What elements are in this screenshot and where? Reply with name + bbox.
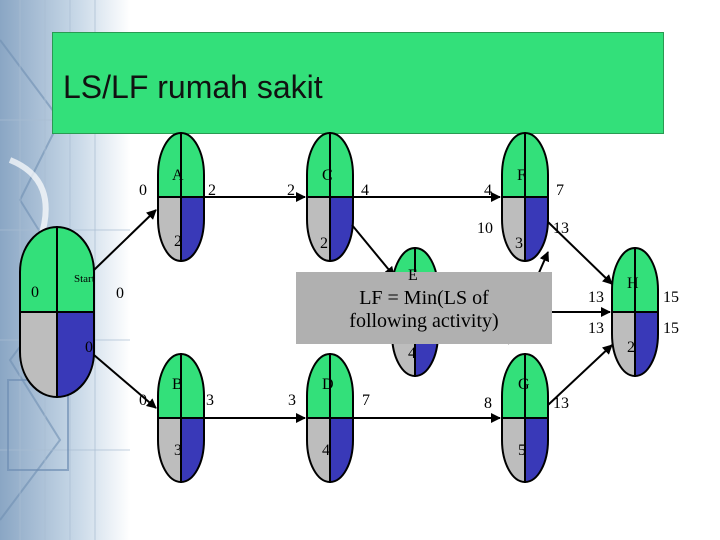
node-a [157, 131, 205, 263]
h-es: 13 [588, 289, 604, 306]
g-ef: 13 [553, 395, 569, 412]
f-name: F [517, 167, 526, 184]
node-g [501, 352, 549, 484]
g-duration: 5 [518, 442, 526, 459]
h-duration: 2 [627, 339, 635, 356]
start-name: Start [74, 273, 95, 285]
node-start [19, 225, 95, 399]
slide-title: LS/LF rumah sakit [63, 69, 323, 105]
e-duration: 4 [408, 345, 416, 362]
b-duration: 3 [174, 442, 182, 459]
g-es: 8 [484, 395, 492, 412]
h-ls: 13 [588, 320, 604, 337]
arrow-start-b [93, 354, 157, 409]
node-d [306, 352, 354, 484]
e-name: E [408, 267, 418, 284]
c-name: C [322, 167, 333, 184]
f-es: 4 [484, 182, 492, 199]
g-name: G [518, 376, 530, 393]
start-ls: 0 [85, 339, 93, 356]
node-c [306, 131, 354, 263]
c-ef: 4 [361, 182, 369, 199]
c-lf: 2 [320, 235, 328, 252]
f-lf: 13 [553, 220, 569, 237]
arrow-f-h [547, 221, 613, 285]
h-name: H [627, 275, 639, 292]
a-lf: 2 [174, 233, 182, 250]
b-ef: 3 [206, 392, 214, 409]
d-duration: 4 [322, 442, 330, 459]
d-name: D [322, 376, 334, 393]
f-ef: 7 [556, 182, 564, 199]
h-ef: 15 [663, 289, 679, 306]
d-ef: 7 [362, 392, 370, 409]
b-name: B [172, 376, 183, 393]
a-name: A [172, 167, 184, 184]
title-box: LS/LF rumah sakit [52, 32, 664, 134]
callout-line-2: following activity) [349, 310, 499, 332]
c-es: 2 [287, 182, 295, 199]
f-ls: 10 [477, 220, 493, 237]
d-es: 3 [288, 392, 296, 409]
a-ef: 2 [208, 182, 216, 199]
start-ef: 0 [116, 285, 124, 302]
arrow-g-h [547, 344, 613, 406]
arrow-start-a [93, 209, 157, 271]
node-h [611, 246, 659, 378]
f-duration: 3 [515, 235, 523, 252]
start-es: 0 [31, 284, 39, 301]
callout-line-1: LF = Min(LS of [359, 287, 489, 309]
arrow-c-e [351, 224, 395, 277]
lf-rule-callout: LF = Min(LS of following activity) [296, 272, 552, 344]
h-lf: 15 [663, 320, 679, 337]
node-f [501, 131, 549, 263]
b-es: 0 [139, 392, 147, 409]
node-b [157, 352, 205, 484]
a-es: 0 [139, 182, 147, 199]
